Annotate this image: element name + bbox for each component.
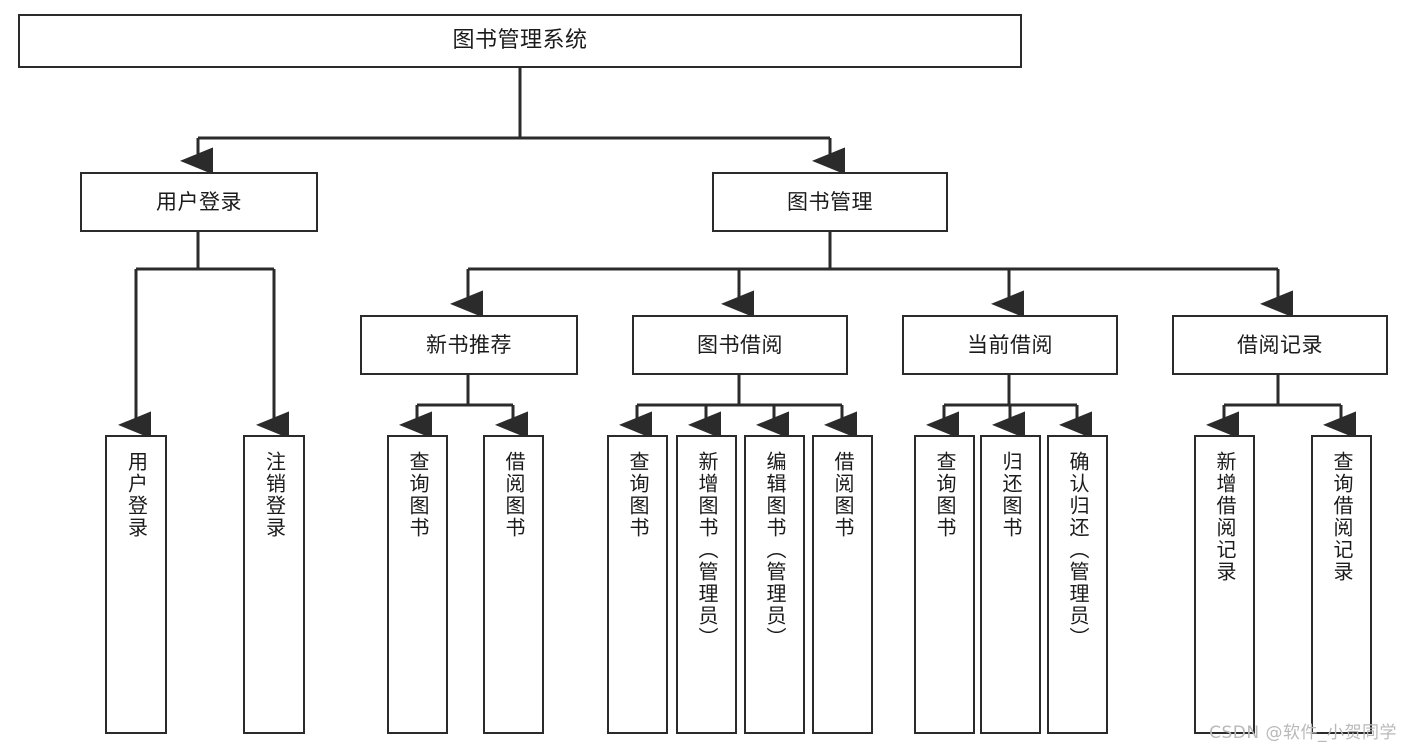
node-leaf-edit-book[interactable]: 编辑图书（管理员） xyxy=(744,435,805,734)
node-leaf-borrow-book-1[interactable]: 借阅图书 xyxy=(483,435,544,734)
node-leaf-query-book-2[interactable]: 查询图书 xyxy=(607,435,668,734)
node-leaf-user-login[interactable]: 用户登录 xyxy=(105,435,167,734)
node-leaf-query-book-2-label: 查询图书 xyxy=(626,451,650,539)
node-book-manage[interactable]: 图书管理 xyxy=(712,172,948,232)
node-leaf-borrow-book-2[interactable]: 借阅图书 xyxy=(812,435,873,734)
node-root[interactable]: 图书管理系统 xyxy=(18,14,1022,68)
node-leaf-query-record-label: 查询借阅记录 xyxy=(1330,451,1354,583)
node-new-book-recommend-label: 新书推荐 xyxy=(426,332,512,357)
node-book-manage-label: 图书管理 xyxy=(787,189,873,214)
node-leaf-query-book-1[interactable]: 查询图书 xyxy=(387,435,448,734)
node-user-login-label: 用户登录 xyxy=(156,189,242,214)
node-leaf-add-record-label: 新增借阅记录 xyxy=(1213,451,1237,583)
node-leaf-query-book-3[interactable]: 查询图书 xyxy=(914,435,975,734)
node-leaf-query-record[interactable]: 查询借阅记录 xyxy=(1311,435,1372,734)
node-leaf-return-book-label: 归还图书 xyxy=(999,451,1023,539)
node-leaf-user-login-label: 用户登录 xyxy=(124,451,149,539)
node-borrow-record[interactable]: 借阅记录 xyxy=(1172,315,1388,375)
node-leaf-add-record[interactable]: 新增借阅记录 xyxy=(1194,435,1255,734)
node-leaf-query-book-1-label: 查询图书 xyxy=(406,451,430,539)
node-book-borrow-label: 图书借阅 xyxy=(697,332,783,357)
node-borrow-record-label: 借阅记录 xyxy=(1237,332,1323,357)
node-leaf-edit-book-label: 编辑图书（管理员） xyxy=(763,451,787,649)
node-root-label: 图书管理系统 xyxy=(452,28,588,54)
node-current-borrow-label: 当前借阅 xyxy=(967,332,1053,357)
node-leaf-borrow-book-2-label: 借阅图书 xyxy=(831,451,855,539)
csdn-watermark: CSDN @软件_小贺同学 xyxy=(1209,723,1397,743)
node-leaf-confirm-return[interactable]: 确认归还（管理员） xyxy=(1047,435,1108,734)
node-leaf-logout-login[interactable]: 注销登录 xyxy=(243,435,305,734)
node-leaf-borrow-book-1-label: 借阅图书 xyxy=(502,451,526,539)
node-book-borrow[interactable]: 图书借阅 xyxy=(632,315,848,375)
node-leaf-logout-login-label: 注销登录 xyxy=(262,451,287,539)
node-new-book-recommend[interactable]: 新书推荐 xyxy=(360,315,578,375)
node-current-borrow[interactable]: 当前借阅 xyxy=(902,315,1118,375)
node-leaf-return-book[interactable]: 归还图书 xyxy=(980,435,1041,734)
node-leaf-add-book[interactable]: 新增图书（管理员） xyxy=(676,435,737,734)
node-leaf-query-book-3-label: 查询图书 xyxy=(933,451,957,539)
node-leaf-add-book-label: 新增图书（管理员） xyxy=(695,451,719,649)
node-user-login[interactable]: 用户登录 xyxy=(80,172,318,232)
node-leaf-confirm-return-label: 确认归还（管理员） xyxy=(1066,451,1090,649)
